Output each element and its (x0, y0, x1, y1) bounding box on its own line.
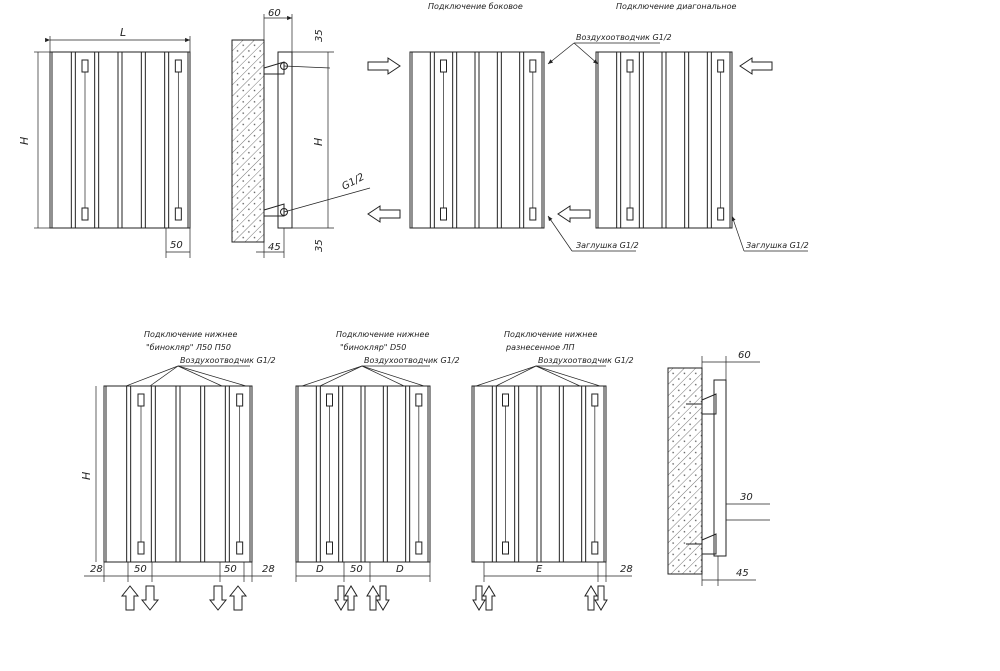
arrow-icon (584, 585, 598, 611)
front-view-radiator: L H 50 (18, 26, 191, 258)
label-air-vent-b2: Воздухоотводчик G1/2 (364, 356, 460, 365)
dim-45-side2: 45 (736, 568, 749, 579)
label-bottom-binocular-l-line1: Подключение нижнее (144, 330, 237, 339)
label-bottom-binocular-d-line2: "бинокляр" D50 (340, 343, 406, 352)
dim-D-left: D (316, 564, 324, 575)
radiator-section (456, 51, 476, 229)
dim-H-side: H (312, 138, 325, 146)
bottom-spaced-radiator: Подключение нижнее разнесенное ЛП Воздух… (471, 330, 634, 611)
radiator-section (51, 51, 72, 229)
bracket-icon (263, 61, 285, 75)
dim-L: L (120, 26, 126, 39)
label-bottom-spaced-line2: разнесенное ЛП (505, 343, 575, 352)
diagonal-connection-radiator: Подключение диагональное Воздухоотводчик… (547, 2, 809, 252)
dim-H-front: H (18, 137, 31, 145)
label-air-vent-b1: Воздухоотводчик G1/2 (180, 356, 276, 365)
arrow-icon (344, 585, 358, 611)
radiator-section (364, 385, 384, 563)
arrow-icon (366, 585, 380, 611)
radiator-section (121, 51, 142, 229)
dim-60-side2: 60 (738, 350, 751, 361)
dim-50-b1-left: 50 (134, 564, 147, 575)
arrow-icon (140, 585, 160, 611)
dim-30-side2: 30 (740, 492, 753, 503)
radiator-section (562, 385, 583, 563)
arrow-icon (120, 585, 140, 611)
side-connection-radiator: Подключение боковое (367, 2, 545, 229)
radiator-section (665, 51, 686, 229)
side-view-top: G1/2 60 H 35 35 45 (231, 8, 371, 258)
radiator-section (478, 51, 498, 229)
radiator-section (642, 51, 663, 229)
dim-28-b1-right: 28 (262, 564, 275, 575)
label-diagonal-connection: Подключение диагональное (616, 2, 736, 11)
dim-35-top: 35 (314, 29, 325, 42)
radiator-section (500, 51, 521, 229)
radiator-section (411, 51, 431, 229)
label-plug-2: Заглушка G1/2 (746, 241, 809, 250)
arrow-icon (472, 585, 486, 611)
dim-D-right: D (396, 564, 404, 575)
dim-35-bottom: 35 (314, 239, 325, 252)
radiator-section (342, 385, 362, 563)
radiator-section (154, 385, 177, 563)
arrow-icon (482, 585, 496, 611)
dim-28-b3: 28 (620, 564, 633, 575)
dim-50-b2: 50 (350, 564, 363, 575)
radiator-section (204, 385, 226, 563)
label-bottom-binocular-l-line2: "бинокляр" Л50 П50 (146, 343, 231, 352)
label-side-connection: Подключение боковое (428, 2, 523, 11)
radiator-section (297, 385, 317, 563)
radiator-section (688, 51, 708, 229)
arrow-icon (594, 585, 608, 611)
arrow-icon (367, 205, 401, 223)
wall-hatch-icon (231, 39, 265, 243)
radiator-section (98, 51, 119, 229)
dim-60-top: 60 (268, 8, 281, 19)
label-air-vent-top: Воздухоотводчик G1/2 (576, 33, 672, 42)
arrow-icon (739, 57, 773, 75)
dim-50-b1-right: 50 (224, 564, 237, 575)
bracket-icon (701, 393, 717, 415)
radiator-section (518, 385, 538, 563)
side-view-bottom: 60 30 45 (667, 350, 770, 586)
label-bottom-binocular-d-line1: Подключение нижнее (336, 330, 429, 339)
radiator-section (473, 385, 493, 563)
arrow-icon (228, 585, 248, 611)
thread-label: G1/2 (340, 172, 366, 193)
label-air-vent-b3: Воздухоотводчик G1/2 (538, 356, 634, 365)
radiator-section (386, 385, 407, 563)
arrow-icon (334, 585, 348, 611)
radiator-section (540, 385, 560, 563)
bracket-icon (701, 533, 717, 555)
radiator-section (144, 51, 166, 229)
bottom-binocular-d-radiator: Подключение нижнее "бинокляр" D50 Воздух… (295, 330, 460, 611)
dim-28-b1-left: 28 (90, 564, 103, 575)
arrow-icon (557, 205, 591, 223)
label-plug-1: Заглушка G1/2 (576, 241, 639, 250)
arrow-icon (208, 585, 228, 611)
arrow-icon (376, 585, 390, 611)
radiator-section (105, 385, 128, 563)
dim-H-bottom: H (80, 472, 93, 480)
dim-45-top: 45 (268, 242, 281, 253)
dim-50-top: 50 (170, 240, 183, 251)
wall-hatch-icon (667, 367, 703, 575)
radiator-section (179, 385, 202, 563)
radiator-section (597, 51, 618, 229)
arrow-icon (367, 57, 401, 75)
dim-E: E (536, 564, 543, 575)
label-bottom-spaced-line1: Подключение нижнее (504, 330, 597, 339)
bottom-binocular-lp-radiator: Подключение нижнее "бинокляр" Л50 П50 Во… (80, 330, 276, 611)
